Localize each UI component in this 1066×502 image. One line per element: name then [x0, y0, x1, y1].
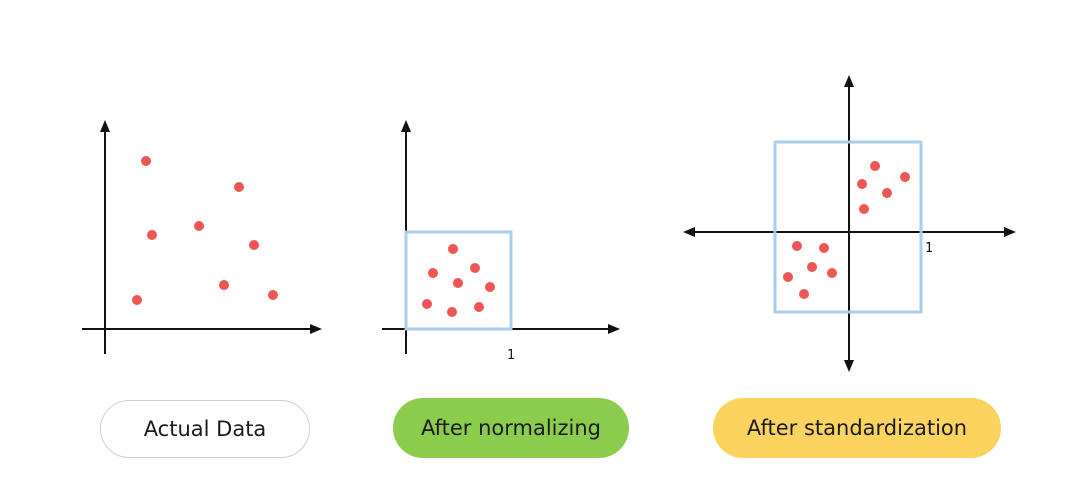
- data-point: [428, 268, 438, 278]
- data-point: [827, 268, 837, 278]
- label-after-normalizing: After normalizing: [393, 398, 629, 458]
- x-axis-arrow-left: [683, 227, 695, 237]
- data-point: [900, 172, 910, 182]
- x-axis-arrow: [310, 324, 322, 334]
- standard-range-box: [773, 140, 923, 314]
- data-point: [268, 290, 278, 300]
- points-normalized: [422, 244, 495, 317]
- data-point: [857, 179, 867, 189]
- data-point: [783, 272, 793, 282]
- unit-range-box: [404, 230, 513, 331]
- panel-actual-data: [82, 120, 322, 354]
- data-point: [249, 240, 259, 250]
- x-tick-label-one: 1: [925, 241, 933, 256]
- panel-after-standardization: 1: [683, 75, 1016, 372]
- label-actual-data: Actual Data: [100, 400, 310, 458]
- x-tick-label-one: 1: [507, 348, 515, 363]
- data-point: [470, 263, 480, 273]
- data-point: [234, 182, 244, 192]
- data-point: [447, 307, 457, 317]
- label-after-standardization: After standardization: [713, 398, 1001, 458]
- label-actual-data-text: Actual Data: [143, 417, 267, 441]
- data-point: [882, 188, 892, 198]
- data-point: [819, 243, 829, 253]
- data-point: [132, 295, 142, 305]
- label-after-standardization-text: After standardization: [746, 416, 968, 440]
- data-point: [147, 230, 157, 240]
- data-point: [792, 241, 802, 251]
- x-axis-arrow-right: [1004, 227, 1016, 237]
- y-axis-arrow: [401, 120, 411, 132]
- x-axis-arrow: [608, 324, 620, 334]
- data-point: [474, 302, 484, 312]
- data-point: [422, 299, 432, 309]
- panel-after-normalizing: 1: [382, 120, 620, 363]
- data-point: [807, 262, 817, 272]
- data-point: [859, 204, 869, 214]
- y-axis-arrow: [100, 120, 110, 132]
- data-point: [485, 282, 495, 292]
- data-point: [219, 280, 229, 290]
- points-standardized: [783, 161, 910, 299]
- data-point: [799, 289, 809, 299]
- data-point: [194, 221, 204, 231]
- data-point: [448, 244, 458, 254]
- data-point: [453, 278, 463, 288]
- y-axis-arrow-down: [844, 360, 854, 372]
- points-actual: [132, 156, 278, 305]
- label-after-normalizing-text: After normalizing: [420, 416, 602, 440]
- data-point: [141, 156, 151, 166]
- y-axis-arrow-up: [844, 75, 854, 87]
- data-point: [870, 161, 880, 171]
